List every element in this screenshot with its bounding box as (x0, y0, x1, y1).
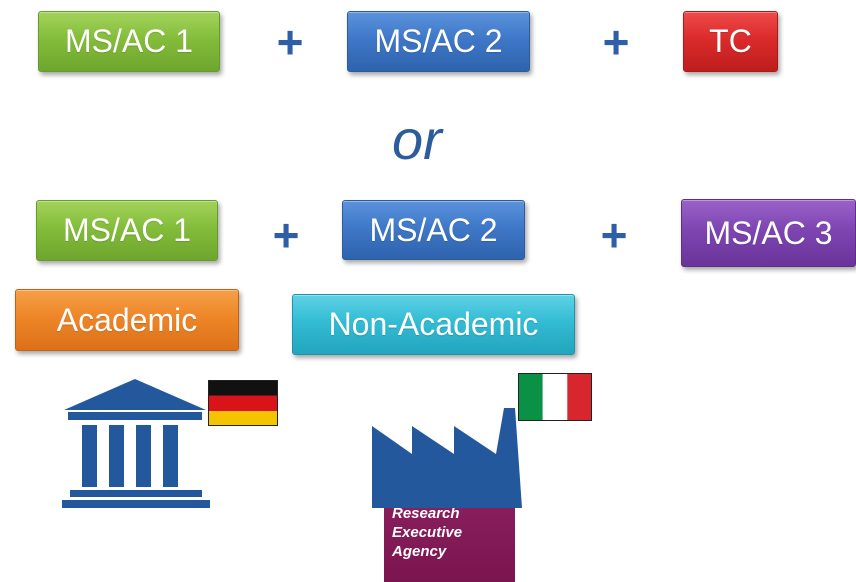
italy-flag-icon (518, 373, 592, 421)
rea-logo-line: Research (392, 505, 460, 522)
plus-sign: + (272, 209, 300, 261)
ms-ac-2-box: MS/AC 2 (342, 200, 525, 260)
ms-ac-1-box: MS/AC 1 (36, 200, 218, 261)
tc-box: TC (683, 11, 778, 72)
ms-ac-2-box: MS/AC 2 (347, 11, 530, 72)
germany-flag-icon (208, 380, 278, 426)
rea-logo: Research Executive Agency (384, 498, 515, 582)
rea-logo-line: Agency (392, 543, 447, 560)
or-separator: or (392, 108, 442, 171)
non-academic-label: Non-Academic (292, 294, 575, 355)
plus-sign: + (276, 16, 304, 68)
academic-label: Academic (15, 289, 239, 351)
plus-sign: + (600, 209, 628, 261)
rea-logo-line: Executive (392, 524, 463, 541)
factory-icon (372, 408, 522, 508)
university-building-icon (62, 379, 210, 508)
plus-sign: + (602, 16, 630, 68)
ms-ac-3-box: MS/AC 3 (681, 199, 856, 267)
ms-ac-1-box: MS/AC 1 (38, 11, 220, 72)
